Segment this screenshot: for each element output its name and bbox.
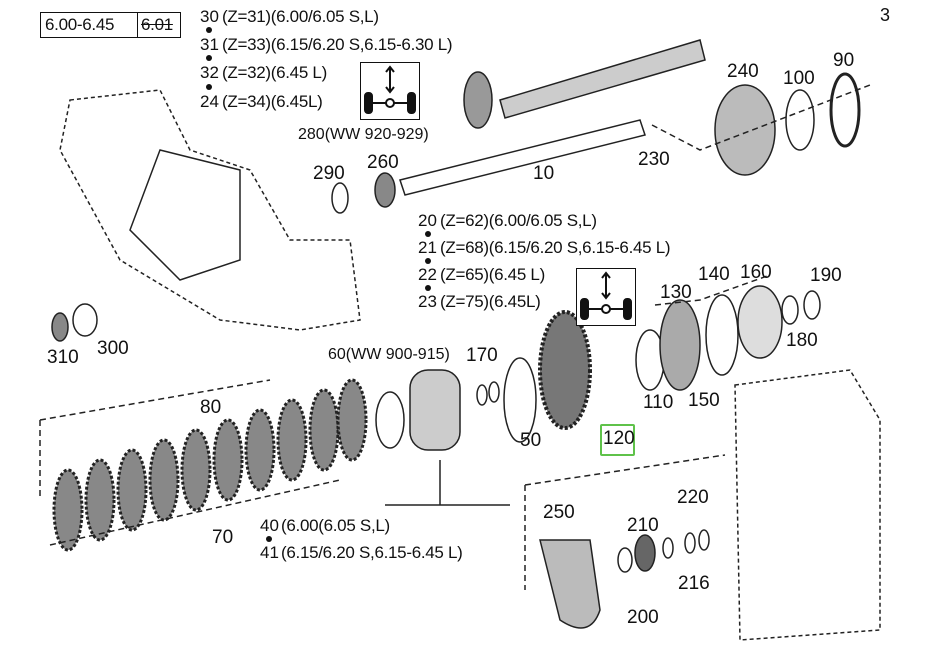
part-spec-40: (6.00(6.05 S,L) [281,516,390,535]
gearbox-housing-left [59,89,361,331]
gearbox-housing-right [734,369,881,641]
disc-90 [829,72,861,148]
bullet-dot [206,55,212,61]
part-spec-24: (Z=34)(6.45L) [222,92,323,111]
part-spec-20: (Z=62)(6.00/6.05 S,L) [440,211,597,230]
part-callout-210[interactable]: 210 [627,515,659,536]
bearing-210 [634,534,656,572]
part-callout-31[interactable]: 31 [200,35,219,54]
part-callout-32[interactable]: 32 [200,63,219,82]
needle-bearing [409,369,461,451]
part-callout-100[interactable]: 100 [783,68,815,89]
part-callout-20[interactable]: 20 [418,211,437,230]
shaft-upper [499,39,706,119]
part-callout-23[interactable]: 23 [418,292,437,311]
part-callout-180[interactable]: 180 [786,330,818,351]
page-number: 3 [880,5,890,25]
part-callout-190[interactable]: 190 [810,265,842,286]
bullet-dot [425,231,431,237]
gear-20 [538,310,592,430]
part-callout-70[interactable]: 70 [212,527,234,548]
part-callout-130[interactable]: 130 [660,282,692,303]
part-callout-260[interactable]: 260 [367,152,399,173]
bullet-dot [206,27,212,33]
part-callout-160[interactable]: 160 [740,262,772,283]
part-callout-220[interactable]: 220 [677,487,709,508]
gear-30 [463,71,493,129]
part-callout-240[interactable]: 240 [727,61,759,82]
bullet-dot [206,84,212,90]
shaft-10 [399,119,646,196]
part-callout-216[interactable]: 216 [678,573,710,594]
part-spec-41: (6.15/6.20 S,6.15-6.45 L) [281,543,463,562]
model-struck-box: 6.01 [137,12,181,38]
part-callout-90[interactable]: 90 [833,50,855,71]
part-spec-22: (Z=65)(6.45 L) [440,265,545,284]
part-callout-290[interactable]: 290 [313,163,345,184]
part-callout-21[interactable]: 21 [418,238,437,257]
bearing-260 [374,172,396,208]
bullet-dot [266,536,272,542]
part-callout-22[interactable]: 22 [418,265,437,284]
part-callout-120[interactable]: 120 [603,428,635,449]
highlight-box [600,424,635,456]
part-callout-10[interactable]: 10 [533,163,555,184]
part-callout-150[interactable]: 150 [688,390,720,411]
4wd-axle-icon [576,268,636,326]
part-130 [659,299,701,391]
part-callout-170[interactable]: 170 [466,345,498,366]
4wd-axle-icon [360,62,420,120]
part-callout-310[interactable]: 310 [47,347,79,368]
part-callout-60[interactable]: 60(WW 900-915) [328,346,450,363]
part-spec-21: (Z=68)(6.15/6.20 S,6.15-6.45 L) [440,238,671,257]
part-callout-280[interactable]: 280(WW 920-929) [298,126,429,143]
housing-240 [714,84,776,176]
bullet-dot [425,258,431,264]
drum-250 [539,539,601,629]
part-callout-24[interactable]: 24 [200,92,219,111]
axle-icon-graphic [580,271,632,320]
part-callout-300[interactable]: 300 [97,338,129,359]
part-spec-30: (Z=31)(6.00/6.05 S,L) [222,7,379,26]
part-callout-80[interactable]: 80 [200,397,222,418]
part-spec-32: (Z=32)(6.45 L) [222,63,327,82]
part-callout-230[interactable]: 230 [638,149,670,170]
disc-160 [737,285,783,359]
part-callout-40[interactable]: 40 [260,516,279,535]
part-callout-250[interactable]: 250 [543,502,575,523]
ring-100 [785,89,815,151]
part-spec-23: (Z=75)(6.45L) [440,292,541,311]
part-callout-110[interactable]: 110 [643,392,674,413]
ring-140 [705,294,739,376]
model-range: 6.00-6.45 [45,15,115,34]
model-struck: 6.01 [141,15,173,34]
part-callout-140[interactable]: 140 [698,264,730,285]
ring-290 [331,182,349,214]
part-callout-41[interactable]: 41 [260,543,279,562]
axle-icon-graphic [364,65,416,114]
model-range-box: 6.00-6.45 [40,12,138,38]
part-callout-30[interactable]: 30 [200,7,219,26]
ring-60 [375,391,405,449]
part-spec-31: (Z=33)(6.15/6.20 S,6.15-6.30 L) [222,35,453,54]
ring-50 [503,357,537,443]
bullet-dot [425,285,431,291]
part-callout-200[interactable]: 200 [627,607,659,628]
clutch-pack [52,378,368,552]
part-callout-50[interactable]: 50 [520,430,542,451]
